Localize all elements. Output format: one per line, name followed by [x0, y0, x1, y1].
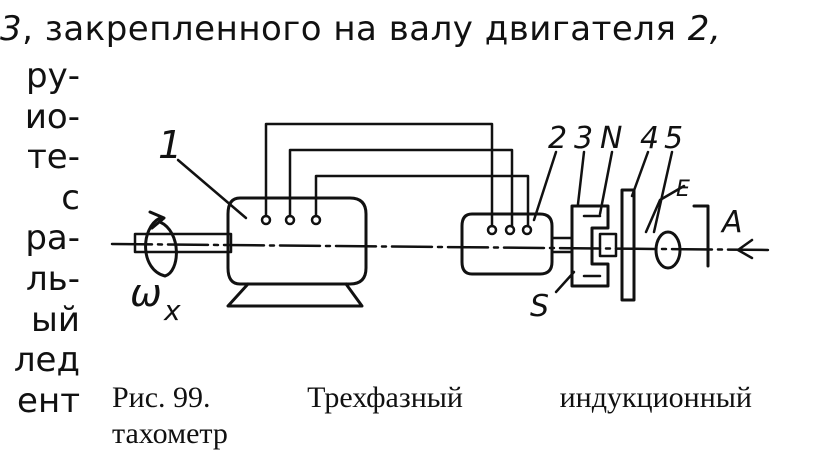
label-1: 1: [158, 123, 182, 167]
motor-2-body: [460, 212, 554, 276]
motor-2-terminal: [486, 224, 498, 236]
label-omega: ω: [130, 271, 162, 315]
label-n-leader: [598, 150, 614, 216]
motor-2-terminal: [504, 224, 516, 236]
tachometer-diagram: 1 2 3 N 4 5 S A E ω x: [110, 121, 772, 327]
label-4-leader: [630, 150, 650, 198]
rotation-arrow-head: [148, 210, 166, 230]
disk-4: [620, 188, 636, 302]
motor-1-body: [226, 196, 368, 286]
top-line-text: , закрепленного на валу двигателя: [22, 9, 677, 49]
label-5: 5: [664, 121, 683, 156]
label-1-leader: [176, 158, 248, 220]
label-s: S: [530, 289, 549, 324]
spring-coil: [654, 230, 682, 270]
pointer-bracket: [692, 204, 710, 268]
shaft-line: [110, 242, 772, 252]
top-line-number-2: 2,: [687, 9, 722, 49]
label-3: 3: [574, 121, 593, 156]
rotation-arrow: [144, 216, 178, 278]
left-text-line: ру-: [26, 56, 80, 96]
left-text-line: те-: [27, 137, 80, 178]
magnet-core: [598, 232, 618, 258]
label-omega-sub: x: [163, 294, 181, 327]
left-text-line: лед: [13, 340, 80, 381]
label-4: 4: [640, 121, 659, 156]
wire-2: [288, 148, 514, 228]
left-text-line: ент: [17, 380, 80, 421]
caption-word: индукционный: [559, 381, 752, 414]
caption-word: Трехфазный: [307, 381, 463, 414]
left-text-line: ль-: [25, 258, 80, 299]
arrow-a-head: [736, 238, 754, 260]
left-text-line: с: [61, 177, 80, 218]
left-text-line: ый: [31, 299, 80, 340]
label-n: N: [600, 121, 622, 156]
magnet-3-inner: [582, 214, 602, 278]
label-2-leader: [532, 150, 558, 222]
label-2: 2: [548, 121, 567, 156]
label-5-leader: [652, 150, 674, 234]
motor-1-foot: [226, 282, 364, 308]
input-shaft: [133, 232, 233, 254]
label-s-leader: [554, 270, 576, 294]
top-text-line: 3, закрепленного на валу двигателя 2,: [0, 6, 832, 52]
motor-2-shaft: [550, 236, 574, 254]
left-text-column: ру- ио- те- с ра- ль- ый лед ент: [0, 56, 80, 421]
left-text-line: ио-: [24, 96, 80, 137]
magnet-3: [570, 204, 610, 288]
top-line-number: 3: [0, 9, 23, 49]
figure-caption: Рис. 99. Трехфазный индукционный тахомет…: [112, 380, 752, 452]
left-text-line: ра-: [25, 218, 80, 259]
motor-2-terminal: [521, 224, 533, 236]
label-3-leader: [576, 150, 586, 206]
caption-figure-number: Рис. 99.: [112, 381, 211, 414]
caption-line-2: тахометр: [112, 417, 228, 450]
wire-3: [314, 174, 530, 228]
label-a: A: [720, 205, 743, 240]
label-e: E: [676, 177, 690, 202]
